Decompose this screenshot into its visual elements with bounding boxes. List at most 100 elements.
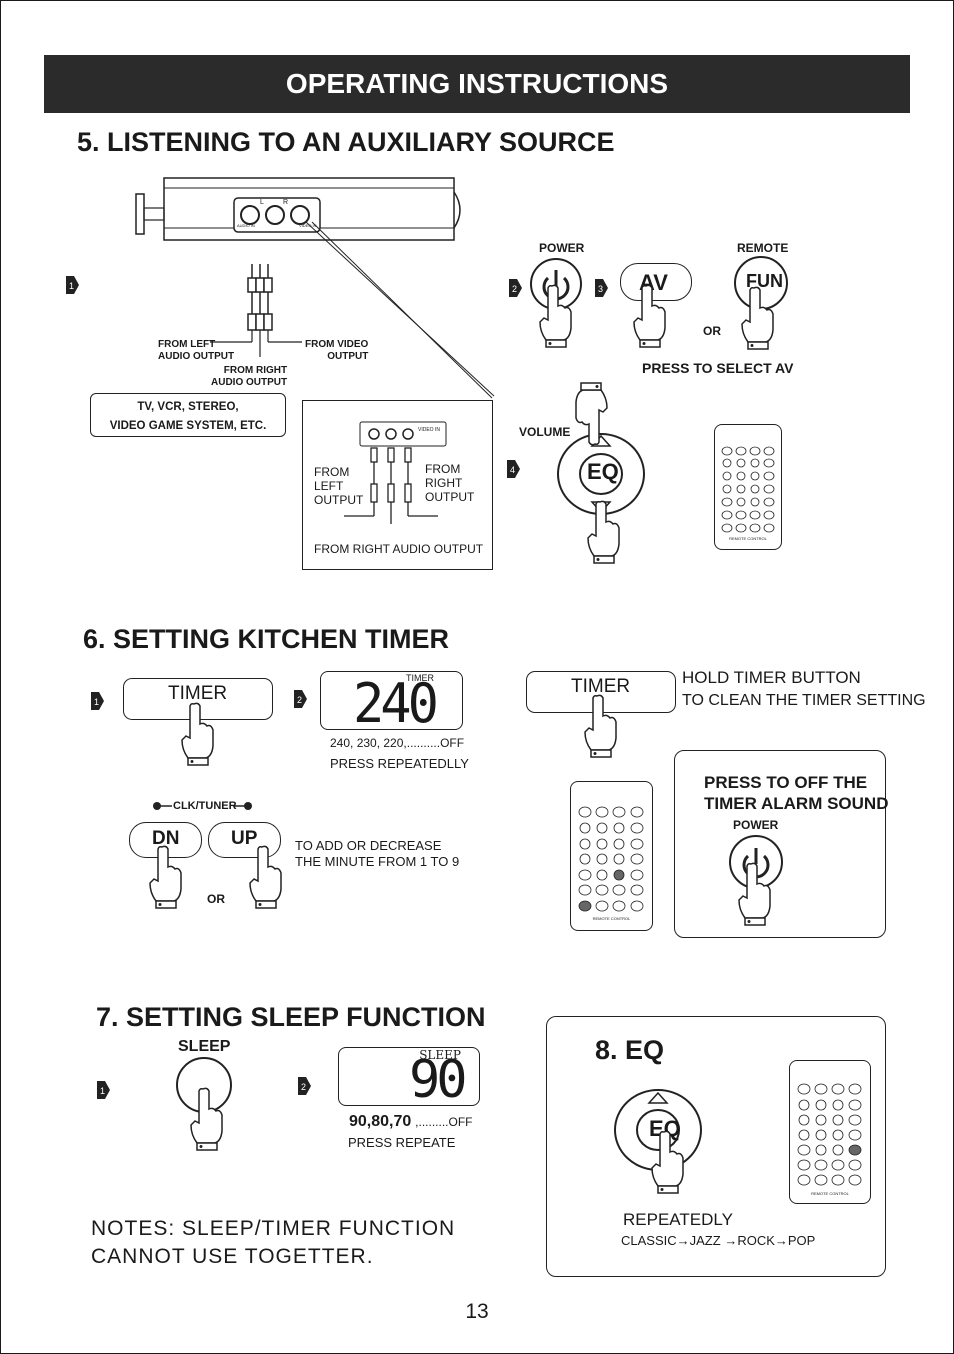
sleep-press-repeat: PRESS REPEATE [348, 1135, 456, 1150]
source-box [90, 393, 286, 437]
step-badge-2: 2 [509, 279, 522, 297]
pointing-hand-icon [738, 862, 771, 926]
svg-text:4: 4 [510, 465, 515, 475]
remote-caption: REMOTE CONTROL [729, 536, 767, 541]
sleep-lcd-value: 90 [409, 1050, 468, 1110]
eq-mode-classic: CLASSIC [621, 1233, 677, 1248]
up-button[interactable]: UP [208, 822, 281, 858]
sleep-label: SLEEP [178, 1038, 231, 1055]
source-box-text: TV, VCR, STEREO, VIDEO GAME SYSTEM, ETC. [109, 401, 267, 432]
jack-detail-illustration [344, 421, 447, 524]
hold-timer-line1: HOLD TIMER BUTTON [682, 668, 861, 687]
off-alarm-line1: PRESS TO OFF THE [704, 773, 868, 792]
section-6-title: 6. SETTING KITCHEN TIMER [83, 624, 450, 654]
av-button[interactable]: AV [620, 263, 692, 301]
timer-hold-button-label: TIMER [571, 676, 631, 697]
eq-mode-pop: POP [787, 1233, 816, 1248]
pointing-hand-icon [190, 1087, 223, 1151]
step-badge-1: 1 [91, 692, 104, 710]
detail-bottom-label: FROM RIGHT AUDIO OUTPUT [314, 542, 484, 556]
up-arrow-icon [647, 1091, 669, 1104]
pointing-hand-icon [249, 845, 282, 909]
jack-label-video-in: VIDEO IN [299, 223, 317, 228]
device-side-view [135, 177, 461, 241]
jack-detail-box [302, 400, 493, 570]
sleep-sequence: 90,80,70 ,.........OFF [349, 1113, 473, 1131]
dn-button-label: DN [152, 828, 180, 849]
off-alarm-panel [674, 750, 886, 938]
timer-lcd-caption: TIMER [406, 673, 434, 683]
pointing-hand-icon [539, 284, 572, 348]
eq-modes: CLASSIC→JAZZ →ROCK→POP [621, 1233, 815, 1248]
step-badge-1: 1 [66, 276, 79, 294]
remote-control-3: REMOTE CONTROL [789, 1060, 871, 1204]
svg-text:3: 3 [598, 284, 603, 294]
detail-from-right-label: FROM RIGHT OUTPUT [425, 462, 475, 504]
up-button-label: UP [231, 828, 258, 849]
remote-keypad-icon [721, 446, 775, 533]
pointing-hand-icon [149, 845, 182, 909]
pointing-hand-icon [181, 702, 214, 766]
timer-button-label: TIMER [168, 683, 228, 704]
header-bar [44, 55, 910, 113]
arrow-right-icon: → [676, 1233, 690, 1248]
jack-label-audio-in: AUDIO IN [237, 223, 255, 228]
step-badge-2: 2 [294, 690, 307, 708]
section-8-title: 8. EQ [595, 1035, 665, 1065]
jack-label-l: L [260, 199, 264, 206]
from-left-audio-label: FROM LEFT AUDIO OUTPUT [158, 339, 235, 362]
power-label: POWER [539, 241, 585, 255]
arrow-right-icon: → [774, 1233, 788, 1248]
remote-keypad-icon [578, 806, 644, 912]
section-5-title: 5. LISTENING TO AN AUXILIARY SOURCE [77, 127, 615, 157]
from-video-label: FROM VIDEO OUTPUT [305, 339, 369, 362]
sleep-lcd: SLEEP 90 [338, 1047, 480, 1110]
fun-button-label: FUN [746, 271, 783, 291]
svg-text:1: 1 [100, 1086, 105, 1096]
pointing-hand-icon [575, 382, 608, 446]
svg-text:2: 2 [512, 284, 517, 294]
page-number: 13 [465, 1300, 489, 1323]
or-label: OR [207, 892, 225, 906]
press-select-av-label: PRESS TO SELECT AV [642, 360, 794, 376]
timer-lcd: TIMER 240 [320, 671, 463, 736]
pointing-hand-icon [741, 286, 774, 350]
timer-sequence: 240, 230, 220,..........OFF [330, 736, 465, 750]
svg-text:2: 2 [297, 695, 302, 705]
page-header-title: OPERATING INSTRUCTIONS [285, 68, 669, 99]
pointing-hand-icon [633, 284, 666, 348]
jack-label-r: R [283, 199, 289, 206]
sleep-sequence-values: 90,80,70 [349, 1113, 412, 1130]
step-badge-1: 1 [97, 1081, 110, 1099]
step-badge-2: 2 [298, 1077, 311, 1095]
pointing-hand-icon [584, 694, 617, 758]
eq-dial-label: EQ [587, 459, 619, 484]
clk-tuner-label: CLK/TUNER [173, 800, 237, 812]
power-label: POWER [733, 818, 779, 832]
pointing-hand-icon [587, 500, 620, 564]
or-label: OR [703, 324, 721, 338]
section-7-title: 7. SETTING SLEEP FUNCTION [96, 1002, 486, 1032]
detail-video-in-label: VIDEO IN [418, 427, 440, 433]
remote-caption: REMOTE CONTROL [592, 916, 631, 921]
off-alarm-line2: TIMER ALARM SOUND [704, 794, 889, 813]
eq-mode-rock: ROCK [737, 1233, 775, 1248]
remote-caption: REMOTE CONTROL [811, 1191, 849, 1196]
remote-control-2: REMOTE CONTROL [570, 781, 653, 931]
notes-line2: CANNOT USE TOGETTER. [91, 1245, 374, 1268]
clk-tuner-line-icon [153, 802, 252, 810]
arrow-right-icon: → [724, 1233, 738, 1248]
svg-text:2: 2 [301, 1082, 306, 1092]
sleep-sequence-off: ,.........OFF [415, 1115, 473, 1129]
timer-lcd-value: 240 [353, 672, 439, 736]
volume-dial[interactable] [556, 432, 646, 516]
rca-cables [210, 264, 302, 357]
sleep-lcd-caption: SLEEP [419, 1048, 461, 1062]
remote-keypad-icon [797, 1083, 862, 1186]
detail-from-left-label: FROM LEFT OUTPUT [314, 465, 364, 507]
fun-button[interactable]: FUN [734, 256, 788, 310]
svg-text:1: 1 [94, 697, 99, 707]
pointing-hand-icon [651, 1130, 684, 1194]
add-decrease-line2: THE MINUTE FROM 1 TO 9 [295, 854, 460, 869]
notes-line1: NOTES: SLEEP/TIMER FUNCTION [91, 1217, 456, 1240]
